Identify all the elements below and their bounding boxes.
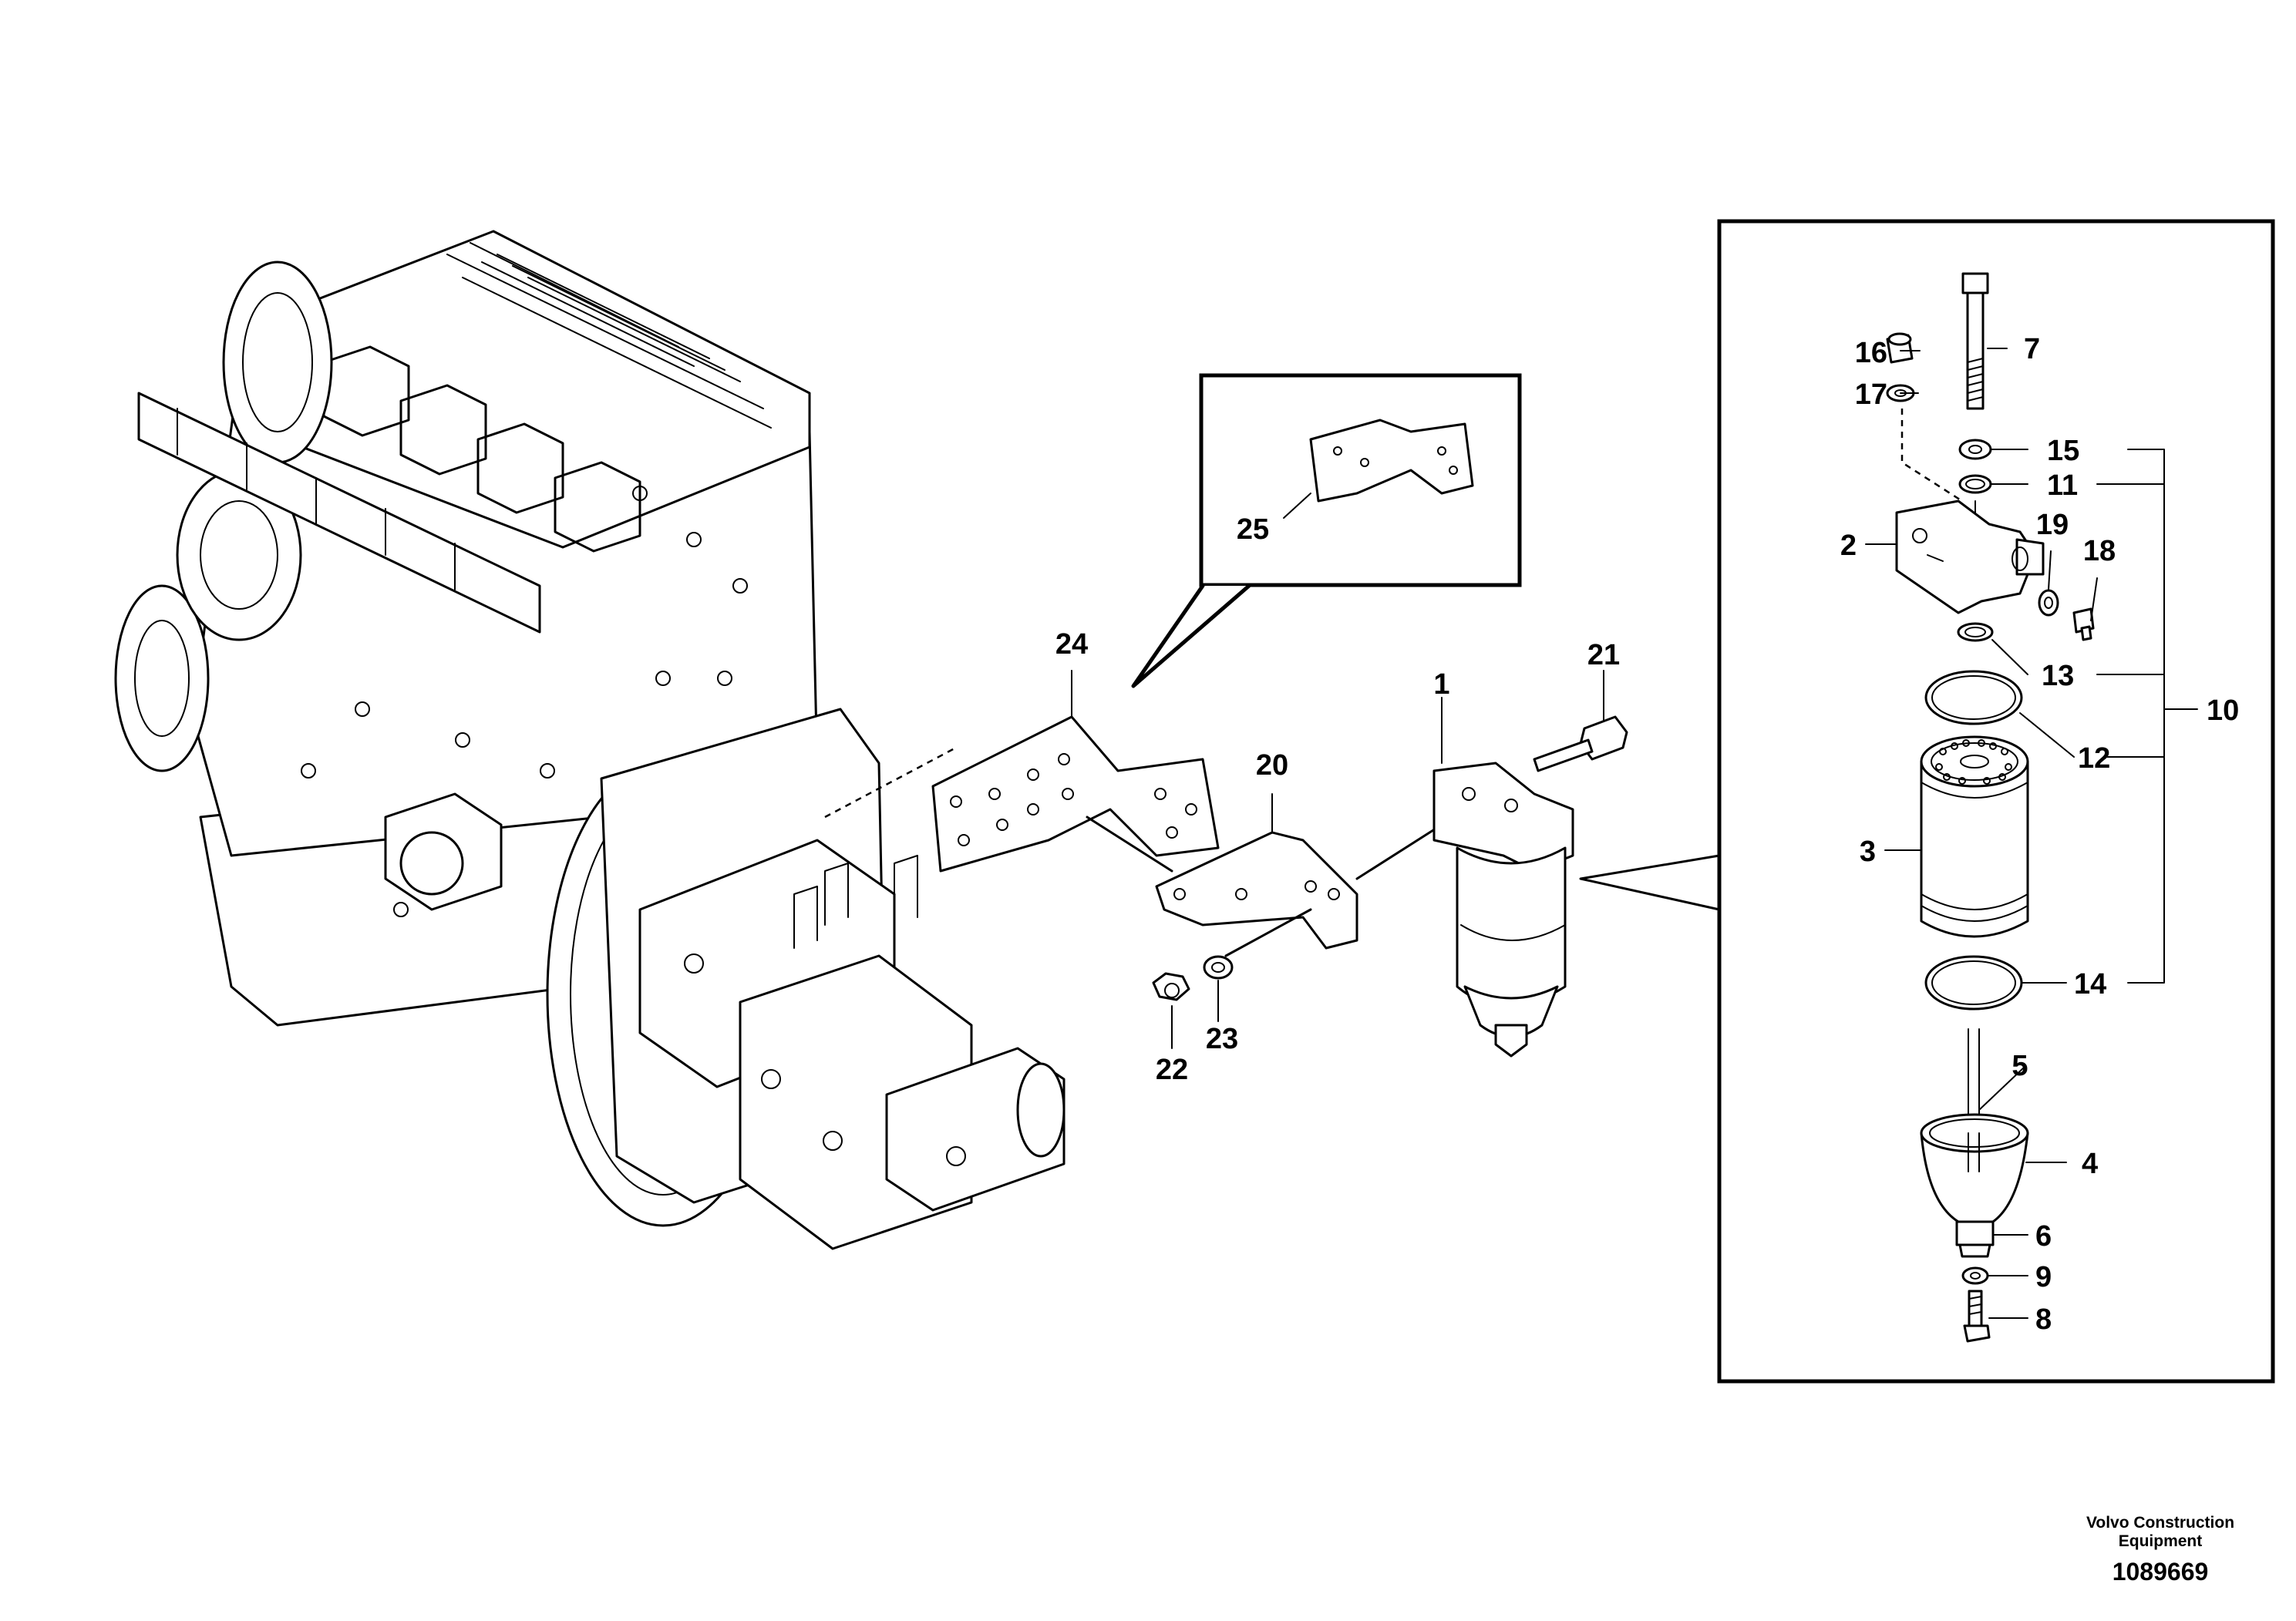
filter-pleats (1935, 739, 2012, 785)
callout-11: 11 (2047, 469, 2078, 502)
leader-dashed-16 (1900, 409, 1963, 503)
inset-pointer-25 (1131, 583, 1251, 688)
callout-24: 24 (1055, 628, 1088, 661)
leader-dashed-24 (824, 746, 957, 819)
plug-18 (2072, 607, 2095, 641)
leader-20-1 (1355, 823, 1443, 880)
fuel-filter-1 (1432, 762, 1574, 1058)
callout-23: 23 (1206, 1023, 1238, 1055)
brand-line-2: Equipment (2119, 1532, 2203, 1550)
callout-5: 5 (2012, 1050, 2028, 1082)
callout-20: 20 (1256, 749, 1288, 782)
callout-14: 14 (2074, 968, 2106, 1001)
callout-1: 1 (1433, 668, 1449, 701)
manifold (137, 392, 541, 634)
callout-8: 8 (2035, 1303, 2052, 1336)
washer-9 (1961, 1266, 1989, 1285)
callout-3: 3 (1860, 836, 1876, 868)
seal-14 (1924, 955, 2023, 1011)
inset-frame-25 (1199, 373, 1522, 587)
callout-13: 13 (2042, 660, 2074, 692)
bracket-20 (1155, 831, 1358, 950)
washer-15 (1958, 439, 1992, 460)
bolt-heads (301, 486, 748, 917)
bowl-4 (1920, 1113, 2029, 1223)
callout-9: 9 (2035, 1261, 2052, 1293)
callout-12: 12 (2078, 742, 2110, 775)
seal-12 (1924, 670, 2023, 725)
drawing-number: 1089669 (2113, 1558, 2209, 1586)
callout-18: 18 (2083, 535, 2116, 567)
washer-23 (1203, 955, 1234, 980)
callout-labels: 1 2 3 4 5 6 7 8 9 10 11 12 13 14 15 16 1… (1055, 333, 2239, 1336)
rocker-cover-ribs (446, 242, 772, 429)
plug-16 (1886, 332, 1914, 364)
o-ring-11 (1958, 474, 1992, 494)
screw-8 (1963, 1290, 1991, 1343)
leader-23-20 (1224, 908, 1312, 957)
filter-head-2 (1895, 499, 2045, 614)
callout-15: 15 (2047, 435, 2079, 467)
detail-pointer (1579, 854, 1721, 911)
o-ring-13 (1957, 622, 1994, 642)
callout-4: 4 (2082, 1148, 2098, 1180)
callout-25: 25 (1237, 513, 1269, 546)
filter-element-3 (1920, 735, 2029, 938)
leader-24-20 (1086, 816, 1173, 873)
callout-7: 7 (2024, 333, 2040, 365)
bracket-24 (931, 715, 1220, 873)
engine-assembly (114, 230, 1066, 1250)
callout-2: 2 (1840, 530, 1857, 562)
leader-lines (1071, 348, 2198, 1319)
crank-pulley (114, 584, 210, 772)
bolt-7 (1961, 272, 1989, 410)
callout-6: 6 (2035, 1220, 2052, 1253)
callout-17: 17 (1855, 378, 1887, 411)
callout-10: 10 (2207, 694, 2239, 727)
bolt-21 (1533, 715, 1628, 772)
washer-19 (2038, 589, 2059, 617)
footer: Volvo Construction Equipment 1089669 (2086, 1514, 2234, 1586)
nut-22 (1152, 972, 1190, 1001)
callout-16: 16 (1855, 337, 1887, 369)
callout-19: 19 (2036, 509, 2069, 541)
drain-6 (1955, 1220, 1995, 1258)
brand-line-1: Volvo Construction (2086, 1514, 2234, 1532)
bracket-25 (1309, 419, 1474, 503)
tube-5 (1968, 1028, 1980, 1126)
callout-22: 22 (1156, 1054, 1188, 1086)
detail-frame (1717, 219, 2275, 1384)
callout-21: 21 (1587, 639, 1620, 671)
